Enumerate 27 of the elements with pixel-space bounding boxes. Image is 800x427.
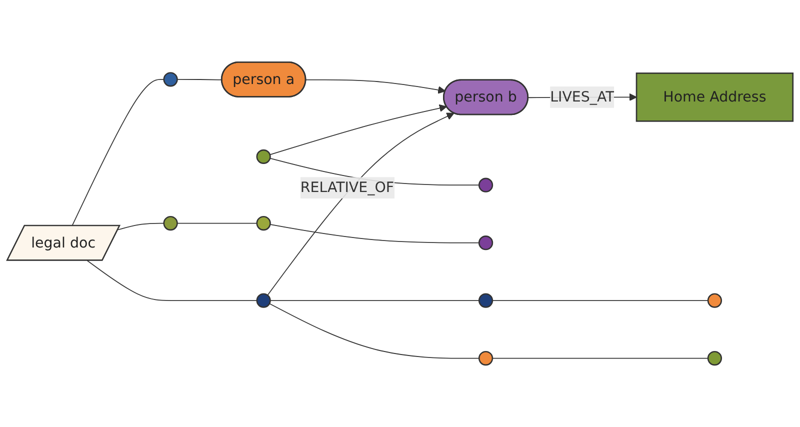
node-circle [707, 293, 722, 308]
node-circle [256, 216, 271, 231]
arrow [306, 79, 446, 94]
arrow [267, 112, 454, 296]
arrow [270, 104, 447, 156]
edge-label: RELATIVE_OF [300, 178, 394, 196]
node-circle [478, 350, 494, 366]
connector [270, 300, 480, 301]
node-circle [478, 235, 494, 250]
connector [86, 260, 258, 301]
connector [270, 224, 480, 244]
connector [176, 222, 258, 224]
node-circle [163, 216, 178, 231]
connector [269, 303, 480, 359]
node-circle [256, 293, 271, 308]
node-circle [478, 178, 494, 192]
node-circle [707, 350, 722, 366]
node-circle [256, 149, 271, 164]
node-circle [478, 293, 494, 308]
connector [118, 222, 164, 230]
node-box: Home Address [636, 72, 794, 122]
connector [176, 78, 222, 80]
edge-label: LIVES_AT [550, 88, 614, 106]
connector [492, 300, 708, 301]
connector [492, 358, 708, 359]
connector [72, 78, 164, 226]
node-circle [163, 72, 178, 87]
